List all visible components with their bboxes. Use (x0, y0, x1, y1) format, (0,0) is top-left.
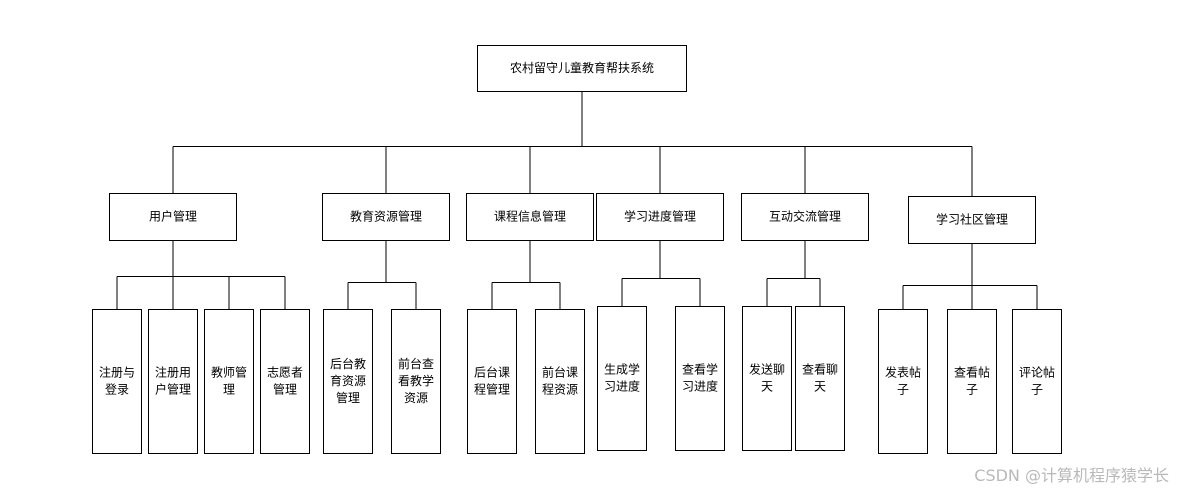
leaf-box-label-line: 登录 (105, 382, 129, 397)
leaf-box-border (148, 309, 198, 454)
module-box: 教育资源管理 (322, 193, 450, 241)
module-box-label-line: 课程信息管理 (494, 209, 566, 224)
leaf-box-label-line: 子 (897, 383, 909, 397)
root-box: 农村留守儿童教育帮扶系统 (477, 45, 687, 92)
module-box-border (741, 193, 869, 241)
leaf-box-border (204, 309, 254, 454)
leaf-box-border (795, 306, 845, 451)
leaf-box-label-line: 看教学 (398, 373, 434, 388)
module-box: 用户管理 (109, 193, 237, 241)
leaf-box-label-line: 天 (761, 380, 773, 394)
leaf-box-label-line: 查看学 (682, 362, 718, 377)
leaf-box-border (878, 309, 928, 454)
leaf-box-border (1012, 309, 1062, 454)
leaf-box-label-line: 查看聊 (802, 363, 838, 377)
module-box: 学习进度管理 (596, 193, 724, 241)
module-box-label-line: 互动交流管理 (769, 209, 841, 224)
leaf-box-label-line: 发送聊 (749, 362, 785, 377)
leaf-box-label-line: 子 (966, 383, 978, 397)
leaf-box-border (947, 309, 997, 454)
leaf-box-label-line: 资源 (404, 391, 428, 405)
module-box: 课程信息管理 (466, 193, 594, 241)
leaf-box-label-line: 前台查 (398, 356, 434, 371)
leaf-box-label-line: 管理 (336, 390, 360, 405)
leaf-box-label-line: 天 (814, 380, 826, 394)
leaf-box-label-line: 程管理 (474, 382, 510, 397)
leaf-box-label-line: 注册用 (155, 365, 191, 380)
module-box-border (908, 196, 1036, 244)
leaf-box-label-line: 注册与 (99, 365, 135, 380)
module-box: 学习社区管理 (908, 196, 1036, 244)
leaf-box-label-line: 志愿者 (267, 366, 303, 380)
leaf-box-label-line: 查看帖 (954, 365, 990, 380)
leaf-box-label-line: 户管理 (155, 382, 191, 397)
module-box-border (109, 193, 237, 241)
leaf-box-label-line: 理 (223, 383, 235, 397)
leaf-box-label-line: 育资源 (330, 373, 366, 388)
module-box-label-line: 教育资源管理 (350, 209, 422, 224)
leaf-box-label-line: 后台课 (474, 365, 510, 380)
module-box-label-line: 用户管理 (149, 209, 197, 224)
module-box-label-line: 学习进度管理 (624, 209, 696, 224)
module-box: 互动交流管理 (741, 193, 869, 241)
leaf-box-border (675, 306, 725, 451)
leaf-box-label-line: 习进度 (604, 379, 640, 394)
leaf-box-label-line: 管理 (273, 382, 297, 397)
leaf-box-border (92, 309, 142, 454)
leaf-box-border (742, 306, 792, 451)
leaf-box-border (467, 309, 517, 454)
leaf-box-border (597, 306, 647, 451)
watermark: CSDN @计算机程序猿学长 (974, 466, 1169, 485)
leaf-box-label-line: 子 (1031, 383, 1043, 397)
module-box-border (596, 193, 724, 241)
leaf-box-label-line: 后台教 (330, 356, 366, 371)
module-box-label-line: 学习社区管理 (936, 212, 1008, 227)
leaf-box-border (391, 309, 441, 454)
root-box-border (477, 45, 687, 92)
leaf-box-label-line: 评论帖 (1019, 365, 1055, 380)
root-box-label-line: 农村留守儿童教育帮扶系统 (510, 60, 654, 75)
leaf-box-label-line: 习进度 (682, 379, 718, 394)
leaf-box-label-line: 生成学 (604, 362, 640, 377)
leaf-box-border (260, 309, 310, 454)
leaf-box-label-line: 发表帖 (885, 365, 921, 380)
leaf-box-border (323, 309, 373, 454)
leaf-box-label-line: 前台课 (542, 365, 578, 380)
leaf-box-border (535, 309, 585, 454)
leaf-box-label-line: 教师管 (211, 365, 247, 380)
leaf-box-label-line: 程资源 (542, 382, 578, 397)
